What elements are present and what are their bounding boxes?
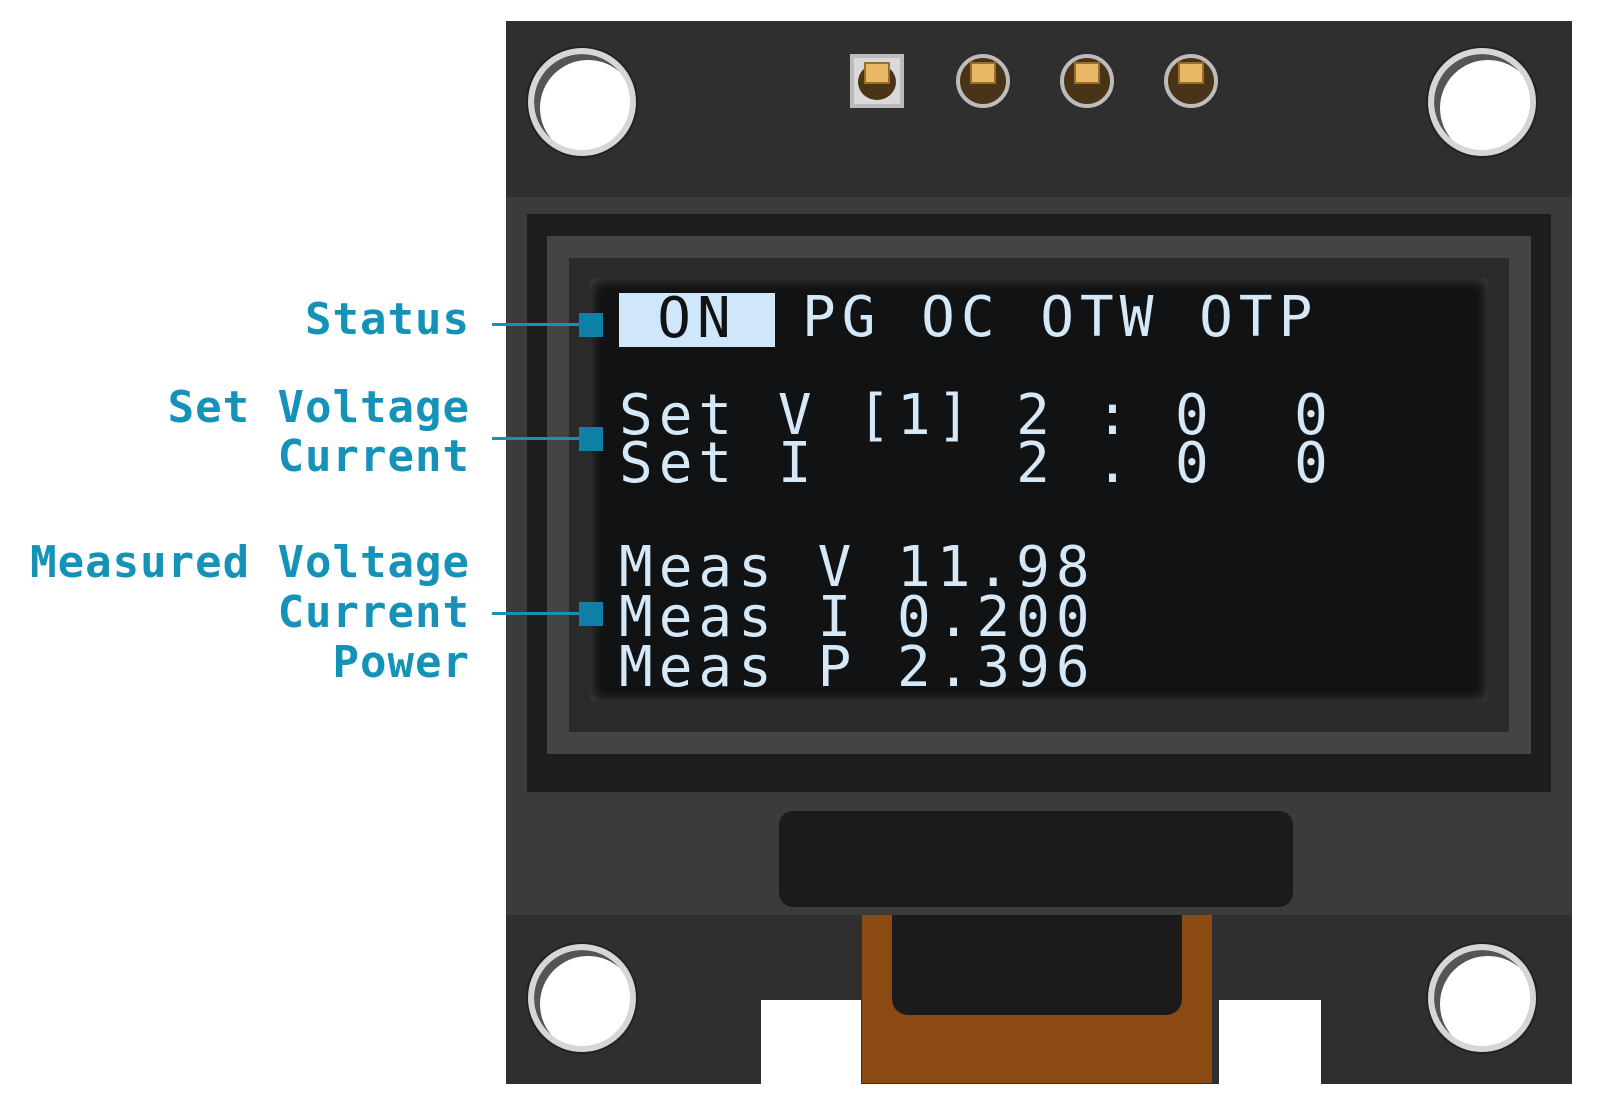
mounting-hole-bottom-right <box>1428 944 1536 1052</box>
flex-ribbon-window <box>892 915 1182 1015</box>
mounting-hole-bottom-left <box>528 944 636 1052</box>
header-pin-4 <box>1164 54 1218 108</box>
measured-power-line: Meas P 2.396 <box>619 635 1096 700</box>
callout-measured-leader <box>492 612 582 615</box>
mounting-hole-top-right <box>1428 48 1536 156</box>
callout-measured-current-label: Current <box>277 587 470 638</box>
mounting-hole-top-left <box>528 48 636 156</box>
callout-measured-marker <box>579 602 603 626</box>
set-current-line: Set I 2 . 0 0 <box>619 431 1334 496</box>
display-connector-block <box>779 811 1293 907</box>
measured-voltage-line: Meas V 11.98 <box>619 535 1096 600</box>
callout-status-marker <box>579 313 603 337</box>
status-on-badge: ON <box>619 286 775 351</box>
board-cutout-right <box>1219 1000 1321 1084</box>
callout-set-current-label: Current <box>277 431 470 482</box>
header-pin-2 <box>956 54 1010 108</box>
callout-status-leader <box>492 323 582 326</box>
status-flags: PG OC OTW OTP <box>802 285 1319 350</box>
header-pin-3 <box>1060 54 1114 108</box>
status-on-text: ON <box>657 286 737 351</box>
callout-measured-power-label: Power <box>332 637 470 688</box>
callout-set-marker <box>579 427 603 451</box>
header-pin-1 <box>850 54 904 108</box>
set-voltage-line: Set V [1] 2 : 0 0 <box>619 383 1334 448</box>
callout-status-label: Status <box>305 294 470 345</box>
measured-current-line: Meas I 0.200 <box>619 585 1096 650</box>
callout-measured-voltage-label: Measured Voltage <box>30 537 470 588</box>
oled-screen <box>590 278 1488 702</box>
callout-set-voltage-label: Set Voltage <box>167 382 470 433</box>
callout-set-leader <box>492 437 582 440</box>
board-cutout-left <box>761 1000 861 1084</box>
